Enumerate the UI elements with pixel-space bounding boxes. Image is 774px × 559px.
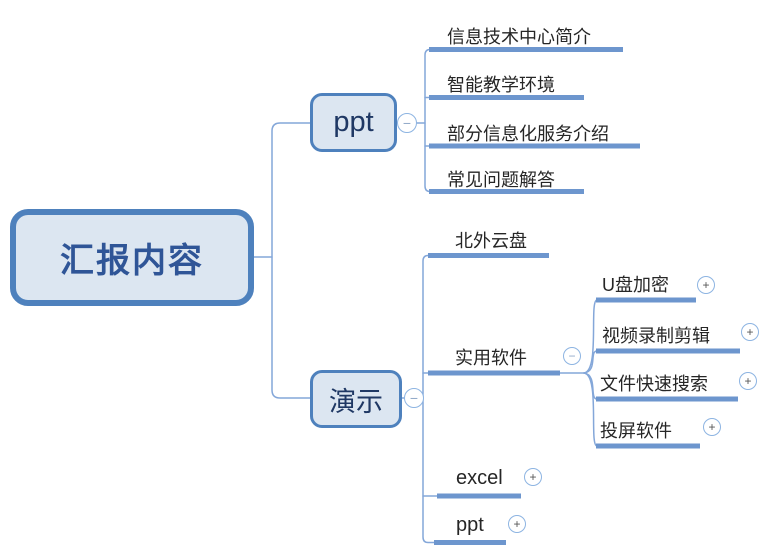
leaf-upan[interactable]: U盘加密 [602,275,669,295]
wire-fan-upan [583,299,598,374]
branch-node-yanshi[interactable]: 演示 [310,370,402,428]
leaf-shiyong[interactable]: 实用软件 [455,348,527,368]
wire-yanshi-children-trunk [422,254,435,544]
leaf-zhineng[interactable]: 智能教学环境 [447,75,555,95]
collapse-icon-ppt[interactable]: − [397,113,417,133]
leaf-excel[interactable]: excel [456,467,503,489]
wire-fan-shipin [583,350,598,374]
leaf-bufen[interactable]: 部分信息化服务介绍 [447,124,609,144]
wire-fan-wenjian [583,372,598,400]
leaf-changjian[interactable]: 常见问题解答 [447,170,555,190]
wire-root-trunk [271,122,311,399]
branch-node-ppt[interactable]: ppt [310,93,397,152]
expand-icon-ppt2[interactable]: + [508,515,526,533]
wire-fan-touping [583,372,598,447]
leaf-xinxi[interactable]: 信息技术中心简介 [447,27,591,47]
leaf-beiwai[interactable]: 北外云盘 [455,231,527,251]
expand-icon-upan[interactable]: + [697,276,715,294]
wire-ppt-children-trunk [424,48,431,193]
expand-icon-shipin[interactable]: + [741,323,759,341]
root-node[interactable]: 汇报内容 [10,209,254,306]
leaf-wenjian[interactable]: 文件快速搜索 [600,374,708,394]
expand-icon-wenjian[interactable]: + [739,372,757,390]
leaf-ppt2[interactable]: ppt [456,514,484,536]
expand-icon-touping[interactable]: + [703,418,721,436]
expand-icon-excel[interactable]: + [524,468,542,486]
collapse-icon-shiyong[interactable]: − [563,347,581,365]
leaf-shipin[interactable]: 视频录制剪辑 [602,326,710,346]
collapse-icon-yanshi[interactable]: − [404,388,424,408]
leaf-touping[interactable]: 投屏软件 [600,421,672,441]
